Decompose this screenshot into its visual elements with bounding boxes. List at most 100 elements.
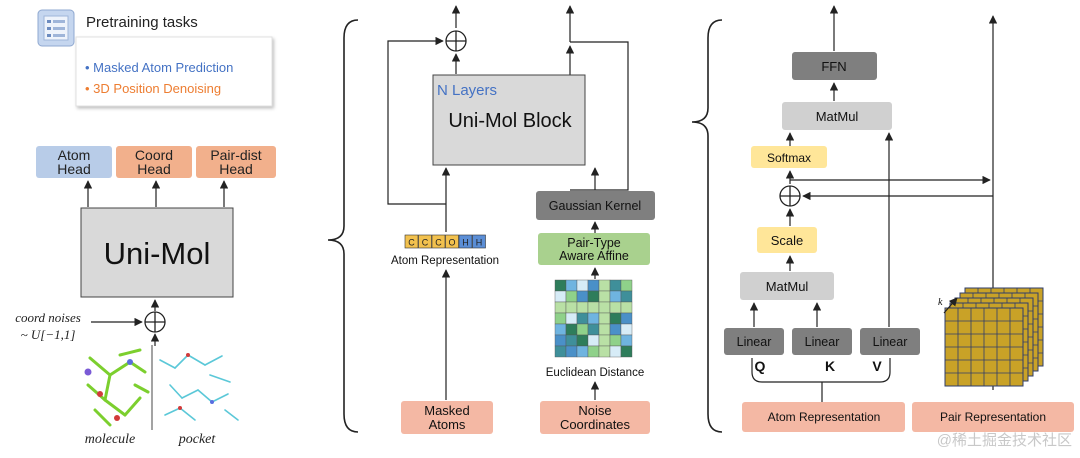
atom-token-cell — [472, 234, 486, 249]
ffn-box — [792, 52, 877, 80]
distance-matrix-cell — [598, 345, 611, 358]
uni-mol-label: Uni-Mol — [104, 236, 211, 271]
pair-representation-box — [912, 402, 1074, 432]
distance-matrix-cell — [587, 334, 600, 347]
distance-matrix-cell — [565, 312, 578, 325]
distance-matrix-cell — [587, 290, 600, 303]
linear-v-label: Linear — [873, 335, 908, 349]
linear-q-label: Linear — [737, 335, 772, 349]
distance-matrix-cell — [609, 345, 622, 358]
noise-distribution-label: ~ U[−1,1] — [21, 327, 76, 342]
distance-matrix-cell — [554, 301, 567, 314]
distance-matrix-cell — [620, 290, 633, 303]
atom-token-text: O — [448, 238, 455, 248]
distance-matrix-cell — [576, 312, 589, 325]
atom-token-text: H — [462, 238, 469, 248]
linear-k-label: Linear — [805, 335, 840, 349]
softmax-box — [751, 146, 827, 168]
q-label: Q — [755, 358, 766, 374]
masked-atoms-box — [401, 401, 493, 434]
gaussian-kernel-box — [536, 191, 655, 220]
left-curly-brace — [327, 19, 359, 433]
atom-representation-label: Atom Representation — [391, 255, 499, 267]
distance-matrix-cell — [565, 279, 578, 292]
add-circle-icon — [445, 30, 467, 52]
distance-matrix-cell — [576, 345, 589, 358]
molecule-structure-image — [84, 345, 239, 430]
distance-matrix-cell — [587, 323, 600, 336]
atom-head-box — [36, 146, 112, 178]
middle-panel: N Layers Uni-Mol Block Gaussian Kernel P… — [387, 5, 655, 434]
atom-token-cell — [458, 234, 473, 249]
right-panel: FFN MatMul Softmax Scale MatMul Linear L… — [724, 5, 1074, 432]
uni-mol-box — [80, 207, 234, 298]
qkv-bracket — [751, 358, 891, 383]
coord-noises-label: coord noises — [15, 310, 81, 325]
coord-head-box — [116, 146, 192, 178]
gaussian-kernel-label: Gaussian Kernel — [549, 199, 641, 213]
euclidean-distance-matrix — [554, 279, 633, 358]
atom-token-cell — [418, 234, 432, 249]
pocket-caption: pocket — [178, 432, 217, 447]
watermark: @稀土掘金技术社区 — [937, 432, 1072, 449]
distance-matrix-cell — [598, 312, 611, 325]
distance-matrix-cell — [587, 279, 600, 292]
left-panel: Pretraining tasks • Masked Atom Predicti… — [15, 9, 276, 447]
atom-token-text: C — [422, 238, 429, 248]
matmul-bottom-label: MatMul — [766, 279, 809, 294]
scale-box — [757, 227, 817, 253]
pair-dist-head-box — [196, 146, 276, 178]
distance-matrix-cell — [609, 279, 622, 292]
uni-mol-block-label: Uni-Mol Block — [448, 110, 572, 132]
distance-matrix-cell — [554, 323, 567, 336]
distance-matrix-cell — [609, 323, 622, 336]
linear-q-box — [724, 328, 784, 355]
matmul-bottom-box — [740, 272, 834, 300]
pretraining-task-box — [75, 36, 273, 107]
linear-v-box — [860, 328, 920, 355]
distance-matrix-cell — [598, 301, 611, 314]
distance-matrix-cell — [576, 290, 589, 303]
distance-matrix-cell — [598, 290, 611, 303]
distance-matrix-cell — [598, 323, 611, 336]
molecule-caption: molecule — [85, 432, 136, 447]
k-dimension-arrow — [943, 297, 958, 314]
distance-matrix-cell — [576, 279, 589, 292]
distance-matrix-cell — [598, 334, 611, 347]
noise-coordinates-box — [540, 401, 650, 434]
atom-token-cell — [445, 234, 459, 249]
distance-matrix-cell — [587, 312, 600, 325]
right-curly-brace — [691, 19, 723, 433]
distance-matrix-cell — [620, 345, 633, 358]
ffn-label: FFN — [821, 59, 846, 74]
distance-matrix-cell — [620, 312, 633, 325]
distance-matrix-cell — [554, 345, 567, 358]
distance-matrix-cell — [565, 290, 578, 303]
distance-matrix-cell — [554, 279, 567, 292]
distance-matrix-cell — [565, 323, 578, 336]
distance-matrix-cell — [576, 301, 589, 314]
softmax-label: Softmax — [767, 151, 811, 165]
v-label: V — [872, 358, 882, 374]
atom-representation-box-label: Atom Representation — [768, 410, 881, 424]
matmul-top-label: MatMul — [816, 109, 859, 124]
distance-matrix-cell — [620, 334, 633, 347]
distance-matrix-cell — [587, 301, 600, 314]
n-layers-label: N Layers — [437, 82, 497, 99]
residual-atom-path — [387, 36, 446, 205]
k-label: K — [825, 358, 835, 374]
atom-token-text: C — [408, 238, 415, 248]
distance-matrix-cell — [554, 334, 567, 347]
distance-matrix-cell — [554, 312, 567, 325]
distance-matrix-cell — [609, 334, 622, 347]
pretraining-title: Pretraining tasks — [86, 14, 198, 31]
distance-matrix-cell — [565, 345, 578, 358]
add-circle-icon — [779, 185, 801, 207]
pretraining-task-masked-atom: • Masked Atom Prediction — [85, 60, 233, 75]
distance-matrix-cell — [576, 323, 589, 336]
pair-representation-tensor — [944, 287, 1044, 387]
